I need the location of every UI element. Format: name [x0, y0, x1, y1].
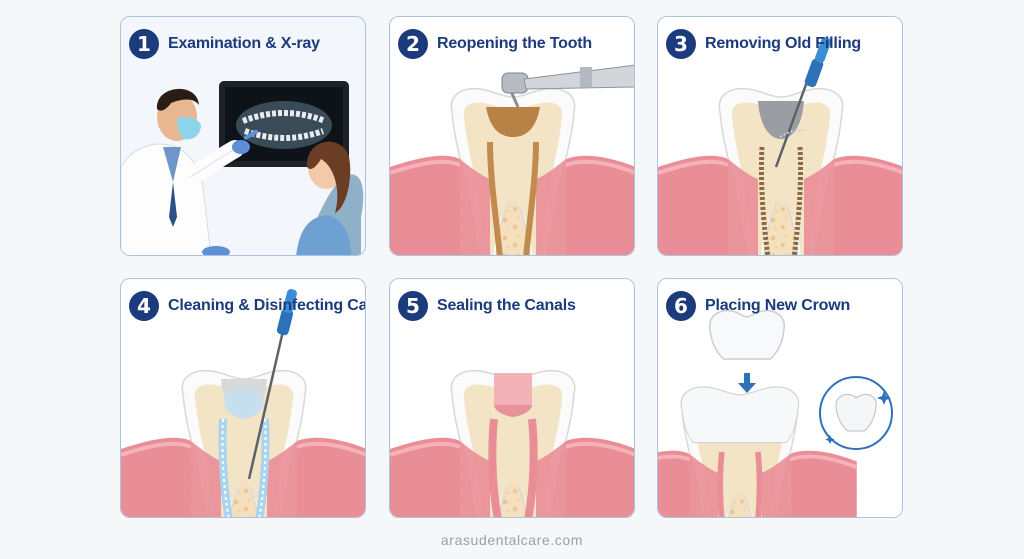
step-panel-2: 2 Reopening the Tooth — [389, 16, 635, 256]
step-header: 5 Sealing the Canals — [398, 289, 576, 323]
step-panel-6: 6 Placing New Crown — [657, 278, 903, 518]
step-title: Examination & X-ray — [168, 35, 320, 52]
crown-placement-illustration — [658, 279, 902, 517]
step-panel-3: 3 Removing Old Filling — [657, 16, 903, 256]
step-title: Reopening the Tooth — [437, 35, 592, 52]
step-number-badge: 4 — [129, 291, 159, 321]
step-panel-1: 1 Examination & X-ray — [120, 16, 366, 256]
step-number-badge: 1 — [129, 29, 159, 59]
step-header: 1 Examination & X-ray — [129, 27, 320, 61]
canal-cleaning-illustration — [121, 279, 365, 517]
filling-removal-illustration — [658, 17, 902, 255]
step-header: 6 Placing New Crown — [666, 289, 850, 323]
step-title: Cleaning & Disinfecting Canals — [168, 297, 365, 314]
step-title: Placing New Crown — [705, 297, 851, 314]
website-footer: arasudentalcare.com — [440, 532, 584, 548]
step-number-badge: 3 — [666, 29, 696, 59]
dental-drill-tooth-illustration — [390, 17, 634, 255]
step-number-badge: 6 — [666, 291, 696, 321]
step-title: Sealing the Canals — [437, 297, 576, 314]
step-panel-4: 4 Cleaning & Disinfecting Canals — [120, 278, 366, 518]
step-panel-5: 5 Sealing the Canals — [389, 278, 635, 518]
step-header: 4 Cleaning & Disinfecting Canals — [129, 289, 365, 323]
step-number-badge: 2 — [398, 29, 428, 59]
examination-xray-illustration — [121, 17, 365, 255]
step-number-badge: 5 — [398, 291, 428, 321]
step-header: 2 Reopening the Tooth — [398, 27, 592, 61]
step-title: Removing Old Filling — [705, 35, 862, 52]
canal-sealing-illustration — [390, 279, 634, 517]
step-header: 3 Removing Old Filling — [666, 27, 861, 61]
